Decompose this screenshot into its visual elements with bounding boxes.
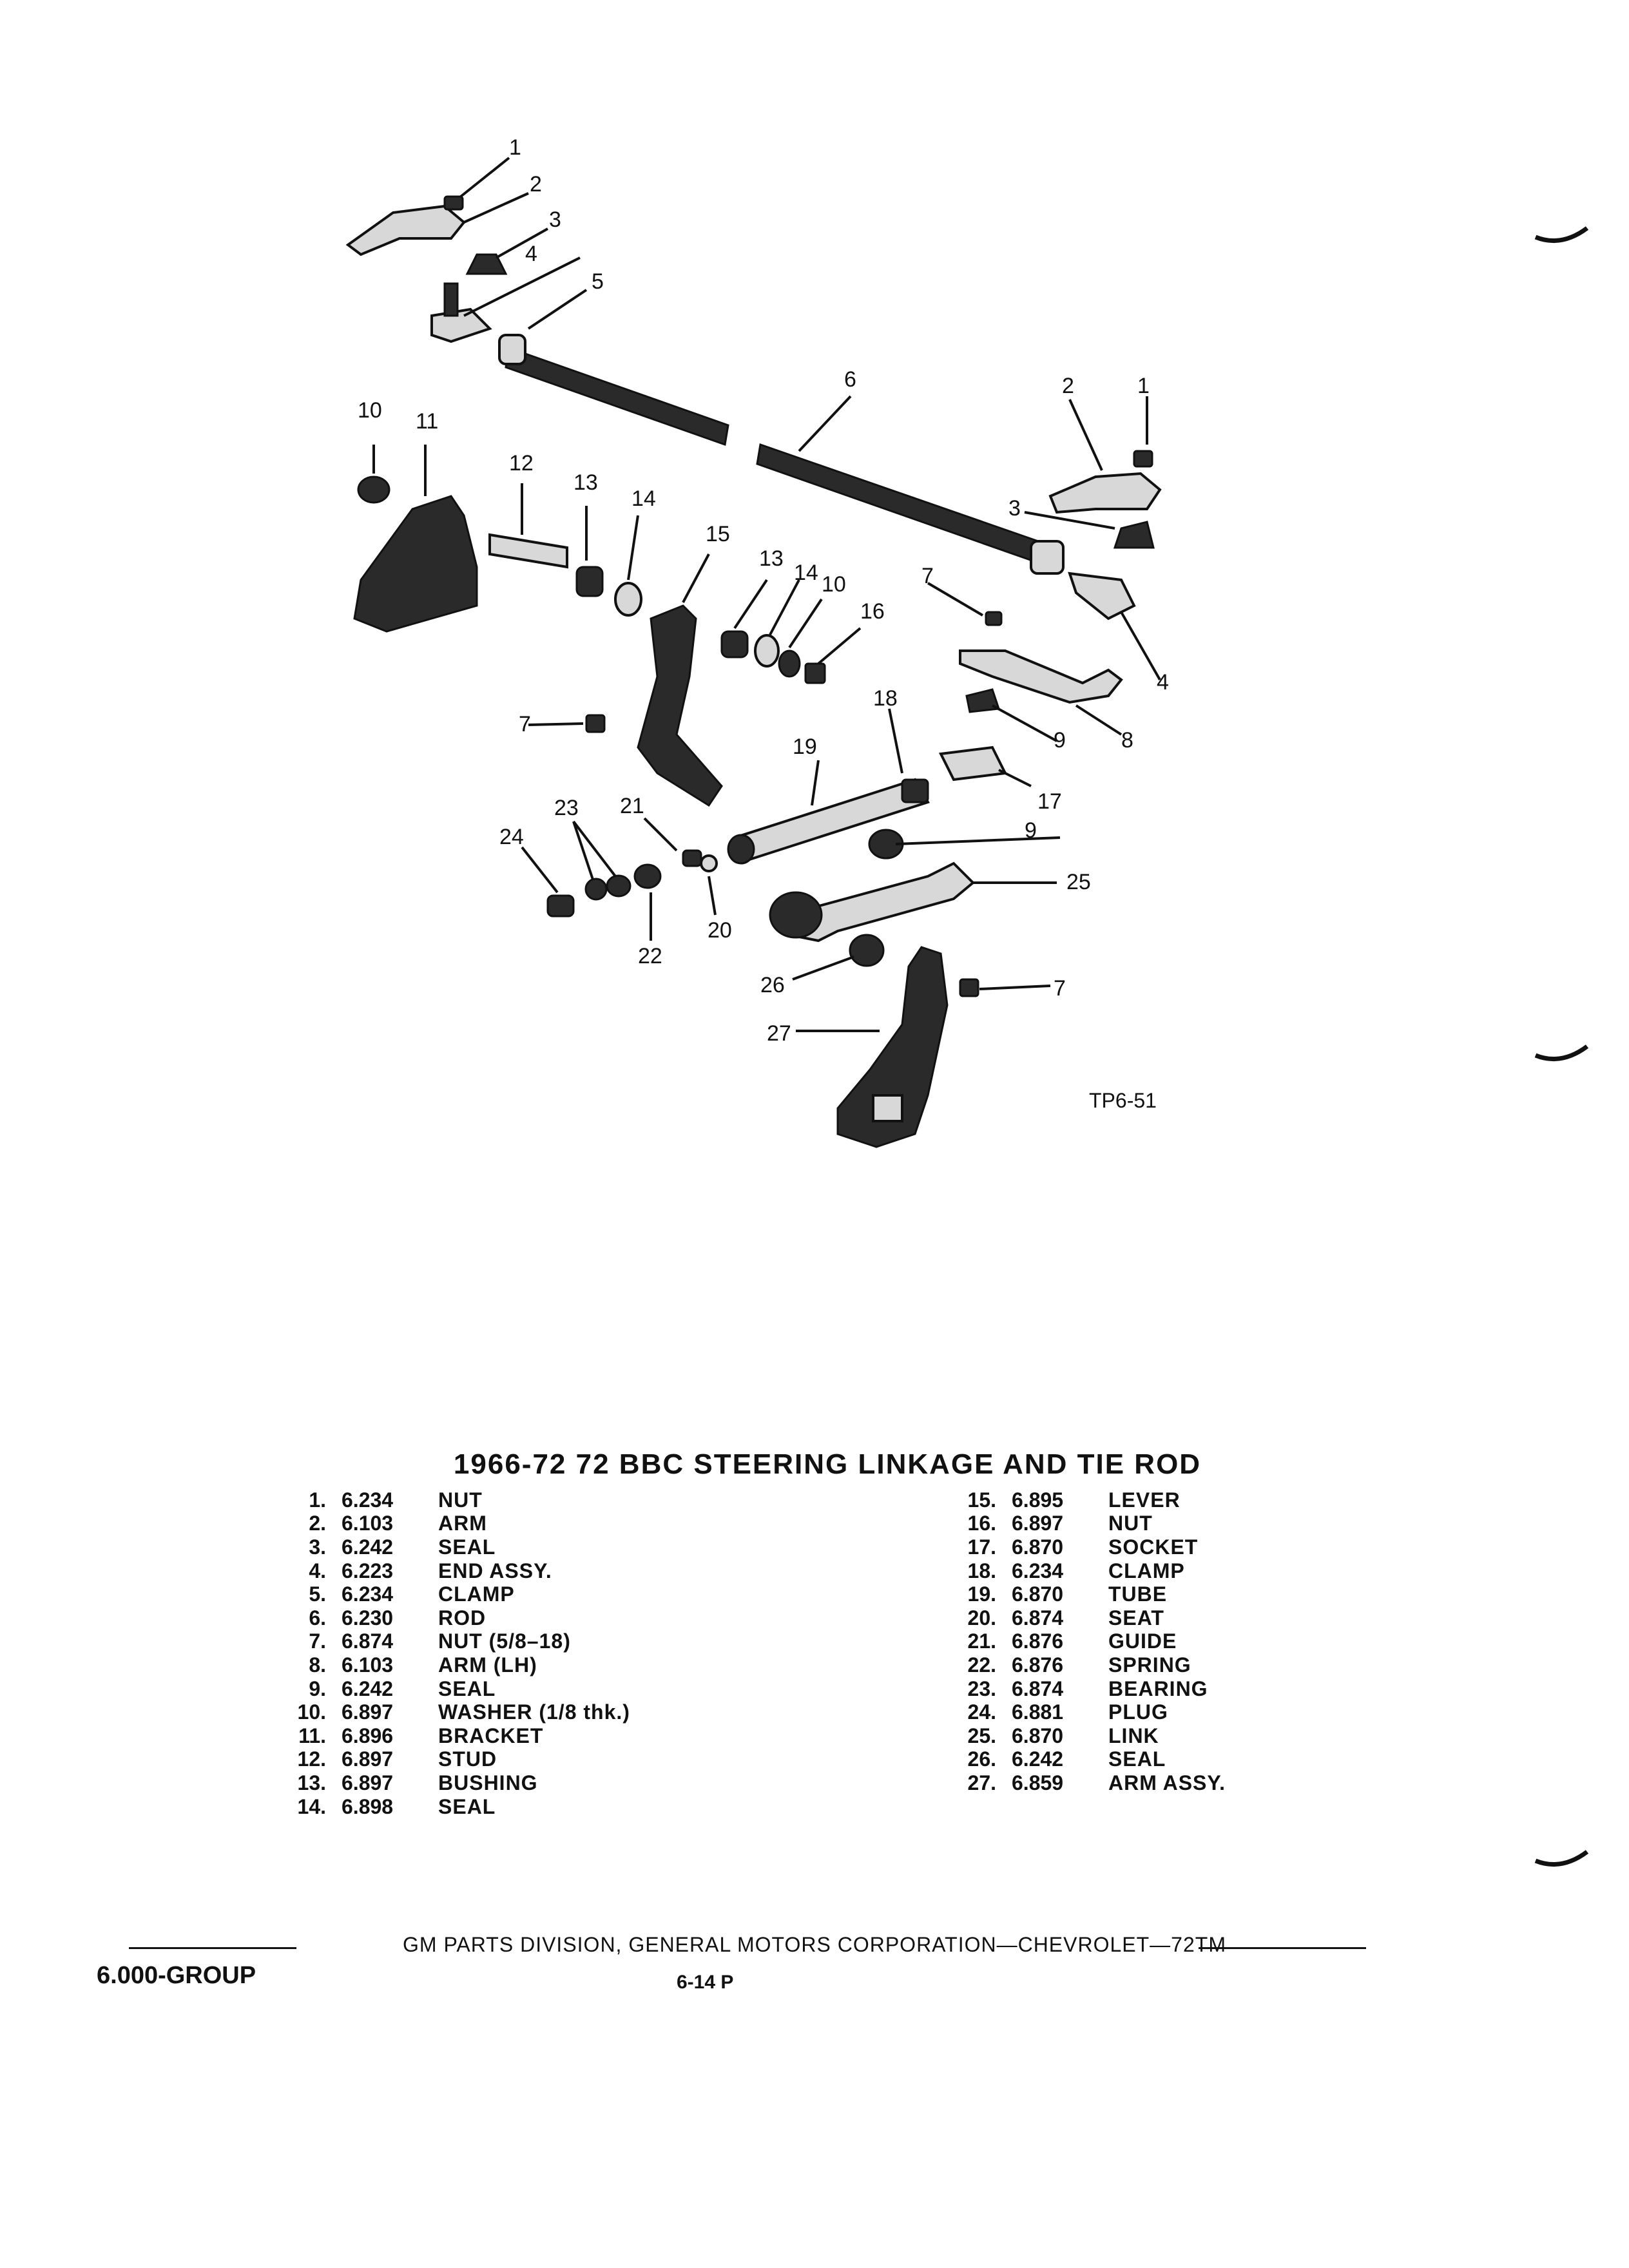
callout-12: 12	[509, 451, 534, 476]
callout-7a: 7	[921, 564, 934, 588]
callout-27: 27	[767, 1021, 791, 1046]
footer-rule-right	[1199, 1947, 1366, 1949]
callout-9a: 9	[1054, 728, 1066, 753]
callout-2a: 2	[530, 172, 542, 197]
callout-13b: 13	[759, 546, 784, 571]
callout-21: 21	[620, 794, 644, 818]
callout-14b: 14	[794, 561, 818, 585]
lever-part	[637, 604, 723, 807]
group-label: 6.000-GROUP	[97, 1962, 256, 1989]
stud-bushing-seal	[488, 533, 642, 617]
binding-mark-icon	[1534, 1044, 1589, 1061]
link-part	[769, 829, 975, 967]
callout-14a: 14	[631, 486, 656, 511]
small-hardware	[546, 849, 718, 918]
callout-11: 11	[416, 409, 438, 434]
callout-8: 8	[1121, 728, 1133, 753]
callout-1a: 1	[509, 135, 521, 160]
callout-6: 6	[844, 367, 856, 392]
exploded-view-diagram: 1 2 3 4 5 6 2 1 3 4 10 11 12 13 14 15 13…	[345, 135, 1169, 1148]
callout-25: 25	[1066, 870, 1091, 894]
callout-23: 23	[554, 796, 579, 820]
callout-9b: 9	[1025, 818, 1037, 843]
bracket-part	[353, 476, 478, 633]
callout-20: 20	[708, 918, 732, 943]
page-number: 6-14 P	[677, 1972, 734, 1993]
callout-22: 22	[638, 944, 662, 968]
callout-7c: 7	[1054, 976, 1066, 1001]
callout-10a: 10	[358, 398, 382, 423]
callout-19: 19	[793, 735, 817, 759]
arm-lh-part	[938, 611, 1123, 782]
page-title: 1966-72 72 BBC STEERING LINKAGE AND TIE …	[453, 1448, 1202, 1480]
callout-1b: 1	[1137, 374, 1150, 398]
callout-10b: 10	[822, 572, 846, 597]
callout-3b: 3	[1008, 496, 1021, 521]
right-arm-assembly	[1048, 450, 1162, 620]
callout-labels: 1 2 3 4 5 6 2 1 3 4 10 11 12 13 14 15 13…	[358, 135, 1169, 1046]
callout-24: 24	[499, 825, 524, 849]
leader-lines	[372, 157, 1161, 1032]
lever-hardware	[720, 630, 826, 684]
footer-rule-left	[129, 1947, 296, 1949]
callout-18: 18	[873, 686, 898, 711]
callout-15: 15	[706, 522, 730, 546]
callout-3a: 3	[549, 207, 561, 232]
tie-rod-part	[498, 334, 1065, 575]
callout-26: 26	[760, 973, 785, 997]
arm-assy-part	[585, 714, 979, 1148]
callout-7b: 7	[519, 712, 531, 736]
callout-4b: 4	[1157, 670, 1169, 695]
callout-16: 16	[860, 599, 885, 624]
callout-17: 17	[1037, 789, 1062, 814]
callout-5: 5	[592, 269, 604, 294]
binding-mark-icon	[1534, 226, 1589, 243]
figure-code: TP6-51	[1089, 1089, 1157, 1112]
callout-4a: 4	[525, 242, 537, 266]
tube-part	[727, 778, 930, 865]
callout-13a: 13	[574, 470, 598, 495]
binding-mark-icon	[1534, 1850, 1589, 1867]
callout-2b: 2	[1062, 374, 1074, 398]
left-arm-assembly	[345, 195, 508, 343]
footer-text: GM PARTS DIVISION, GENERAL MOTORS CORPOR…	[403, 1933, 1226, 1956]
